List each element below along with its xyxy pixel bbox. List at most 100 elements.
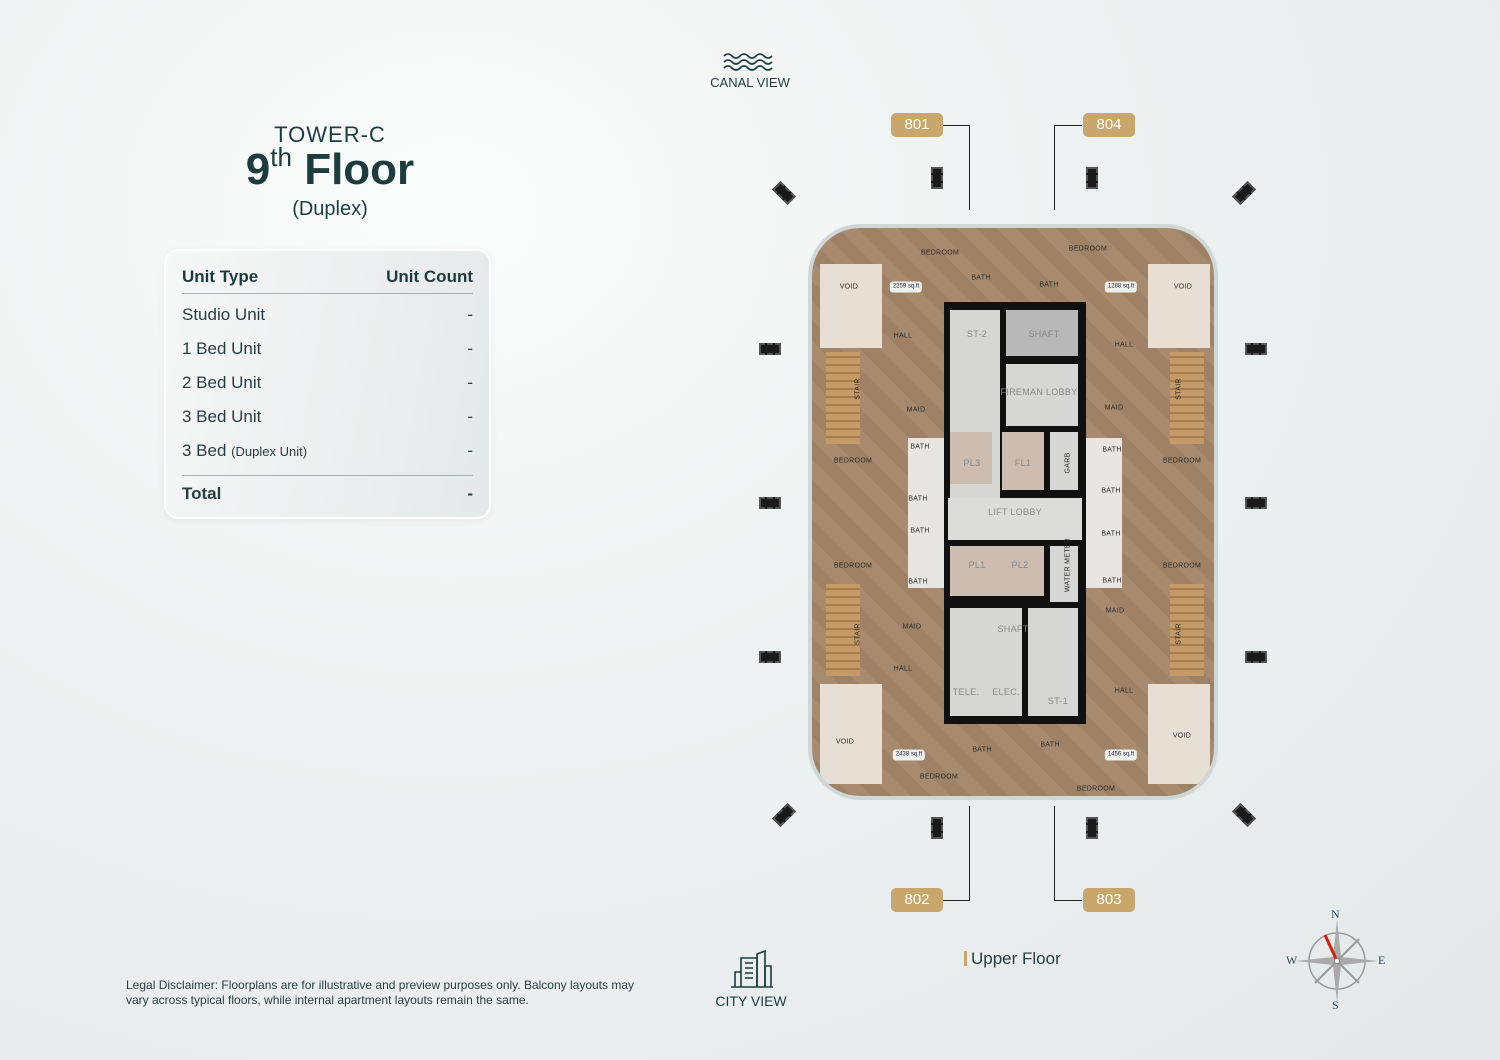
room-label: BEDROOM [1068, 245, 1108, 253]
col-unit-type: Unit Type [182, 267, 259, 286]
floor-word: Floor [304, 145, 415, 194]
room-label: HALL [1114, 341, 1134, 349]
leader-line [1054, 806, 1055, 901]
stair-core-2 [1028, 608, 1078, 716]
room-label: MAID [902, 623, 922, 631]
column-marker [1086, 167, 1098, 189]
unit-badge-804[interactable]: 804 [1083, 113, 1135, 137]
column-marker [931, 167, 943, 189]
leader-line [1054, 125, 1055, 210]
leader-line [969, 806, 970, 901]
bath-block [908, 438, 944, 588]
void-room [1148, 684, 1210, 784]
floor-title: 9th Floor [0, 142, 660, 195]
leader-line [1054, 900, 1082, 901]
room-label: STAIR [1175, 378, 1183, 400]
column-marker [1086, 817, 1098, 839]
room-label: BEDROOM [920, 249, 960, 257]
water-meter [1050, 546, 1078, 602]
column-marker [771, 180, 797, 206]
room-label: ST-1 [1047, 696, 1069, 706]
leader-line [1054, 125, 1082, 126]
room-label: ST-2 [966, 329, 988, 339]
room-label: VOID [835, 738, 855, 746]
table-row: Studio Unit- [182, 305, 473, 325]
column-marker [1245, 343, 1267, 355]
city-buildings-icon [729, 949, 775, 993]
unit-count: - [467, 407, 473, 426]
compass-rose-icon [1282, 906, 1392, 1017]
unit-type-main: 3 Bed [182, 441, 227, 460]
tower-name: TOWER-C [274, 122, 386, 147]
room-label: BEDROOM [833, 562, 873, 570]
room-label: HALL [1114, 687, 1134, 695]
unit-badge-802[interactable]: 802 [891, 888, 943, 912]
floor-plan: BEDROOM BEDROOM BATH BATH VOID VOID HALL HALL ST… [808, 224, 1218, 800]
unit-count: - [467, 441, 473, 460]
room-label: BEDROOM [1162, 457, 1202, 465]
room-label: BATH [1040, 741, 1060, 749]
column-marker [1245, 497, 1267, 509]
total-count: - [467, 484, 473, 503]
unit-count: - [467, 339, 473, 358]
core [944, 302, 1086, 724]
column-marker [931, 817, 943, 839]
stair [1170, 352, 1204, 444]
garbage [1050, 432, 1078, 490]
room-label: SHAFT [1028, 329, 1060, 339]
room-label: VOID [839, 283, 859, 291]
room-label: BATH [1101, 487, 1121, 495]
pl-rooms [950, 546, 1044, 596]
room-label: PL2 [1011, 560, 1029, 570]
room-label: BATH [971, 274, 991, 282]
unit-area-tag: 1456 sq.ft [1104, 749, 1138, 761]
shaft-elec [950, 608, 1022, 716]
pl3 [950, 432, 992, 484]
unit-area-tag: 2259 sq.ft [889, 281, 923, 293]
unit-type: Studio Unit [182, 305, 266, 324]
room-label: VOID [1173, 283, 1193, 291]
unit-badge-803[interactable]: 803 [1083, 888, 1135, 912]
room-label: HALL [893, 665, 913, 673]
room-label: BEDROOM [833, 457, 873, 465]
room-label: BATH [972, 746, 992, 754]
room-label: GARB [1064, 452, 1072, 474]
room-label: STAIR [854, 623, 862, 645]
leader-line [942, 900, 970, 901]
compass-e: E [1378, 953, 1386, 967]
column-marker [759, 651, 781, 663]
upper-floor-legend: Upper Floor [964, 949, 1061, 969]
column-marker [759, 497, 781, 509]
unit-count: - [467, 373, 473, 392]
leader-line [942, 125, 970, 126]
stair [1170, 584, 1204, 676]
table-row: 2 Bed Unit- [182, 373, 473, 393]
fireman-lobby [1006, 364, 1078, 426]
room-label: BEDROOM [919, 773, 959, 781]
room-label: BATH [1102, 446, 1122, 454]
unit-badge-801[interactable]: 801 [891, 113, 943, 137]
room-label: BATH [908, 495, 928, 503]
unit-type: 1 Bed Unit [182, 339, 262, 358]
column-marker [759, 343, 781, 355]
legal-disclaimer: Legal Disclaimer: Floorplans are for ill… [126, 978, 635, 1007]
column-marker [1231, 802, 1257, 828]
room-label: BATH [1102, 577, 1122, 585]
room-label: FIREMAN LOBBY [1000, 387, 1078, 397]
void-room [1148, 264, 1210, 348]
room-label: BEDROOM [1076, 785, 1116, 793]
room-label: STAIR [854, 378, 862, 400]
room-label: BATH [1101, 530, 1121, 538]
room-label: BATH [1039, 281, 1059, 289]
total-label: Total [182, 484, 222, 503]
unit-type-note: (Duplex Unit) [231, 444, 308, 459]
room-label: BEDROOM [1162, 562, 1202, 570]
room-label: BATH [908, 578, 928, 586]
room-label: FL1 [1014, 458, 1032, 468]
canal-view-label: CANAL VIEW [710, 75, 790, 90]
legend-swatch [964, 951, 967, 966]
city-view-label: CITY VIEW [715, 993, 787, 1009]
bath-block [1086, 438, 1122, 588]
